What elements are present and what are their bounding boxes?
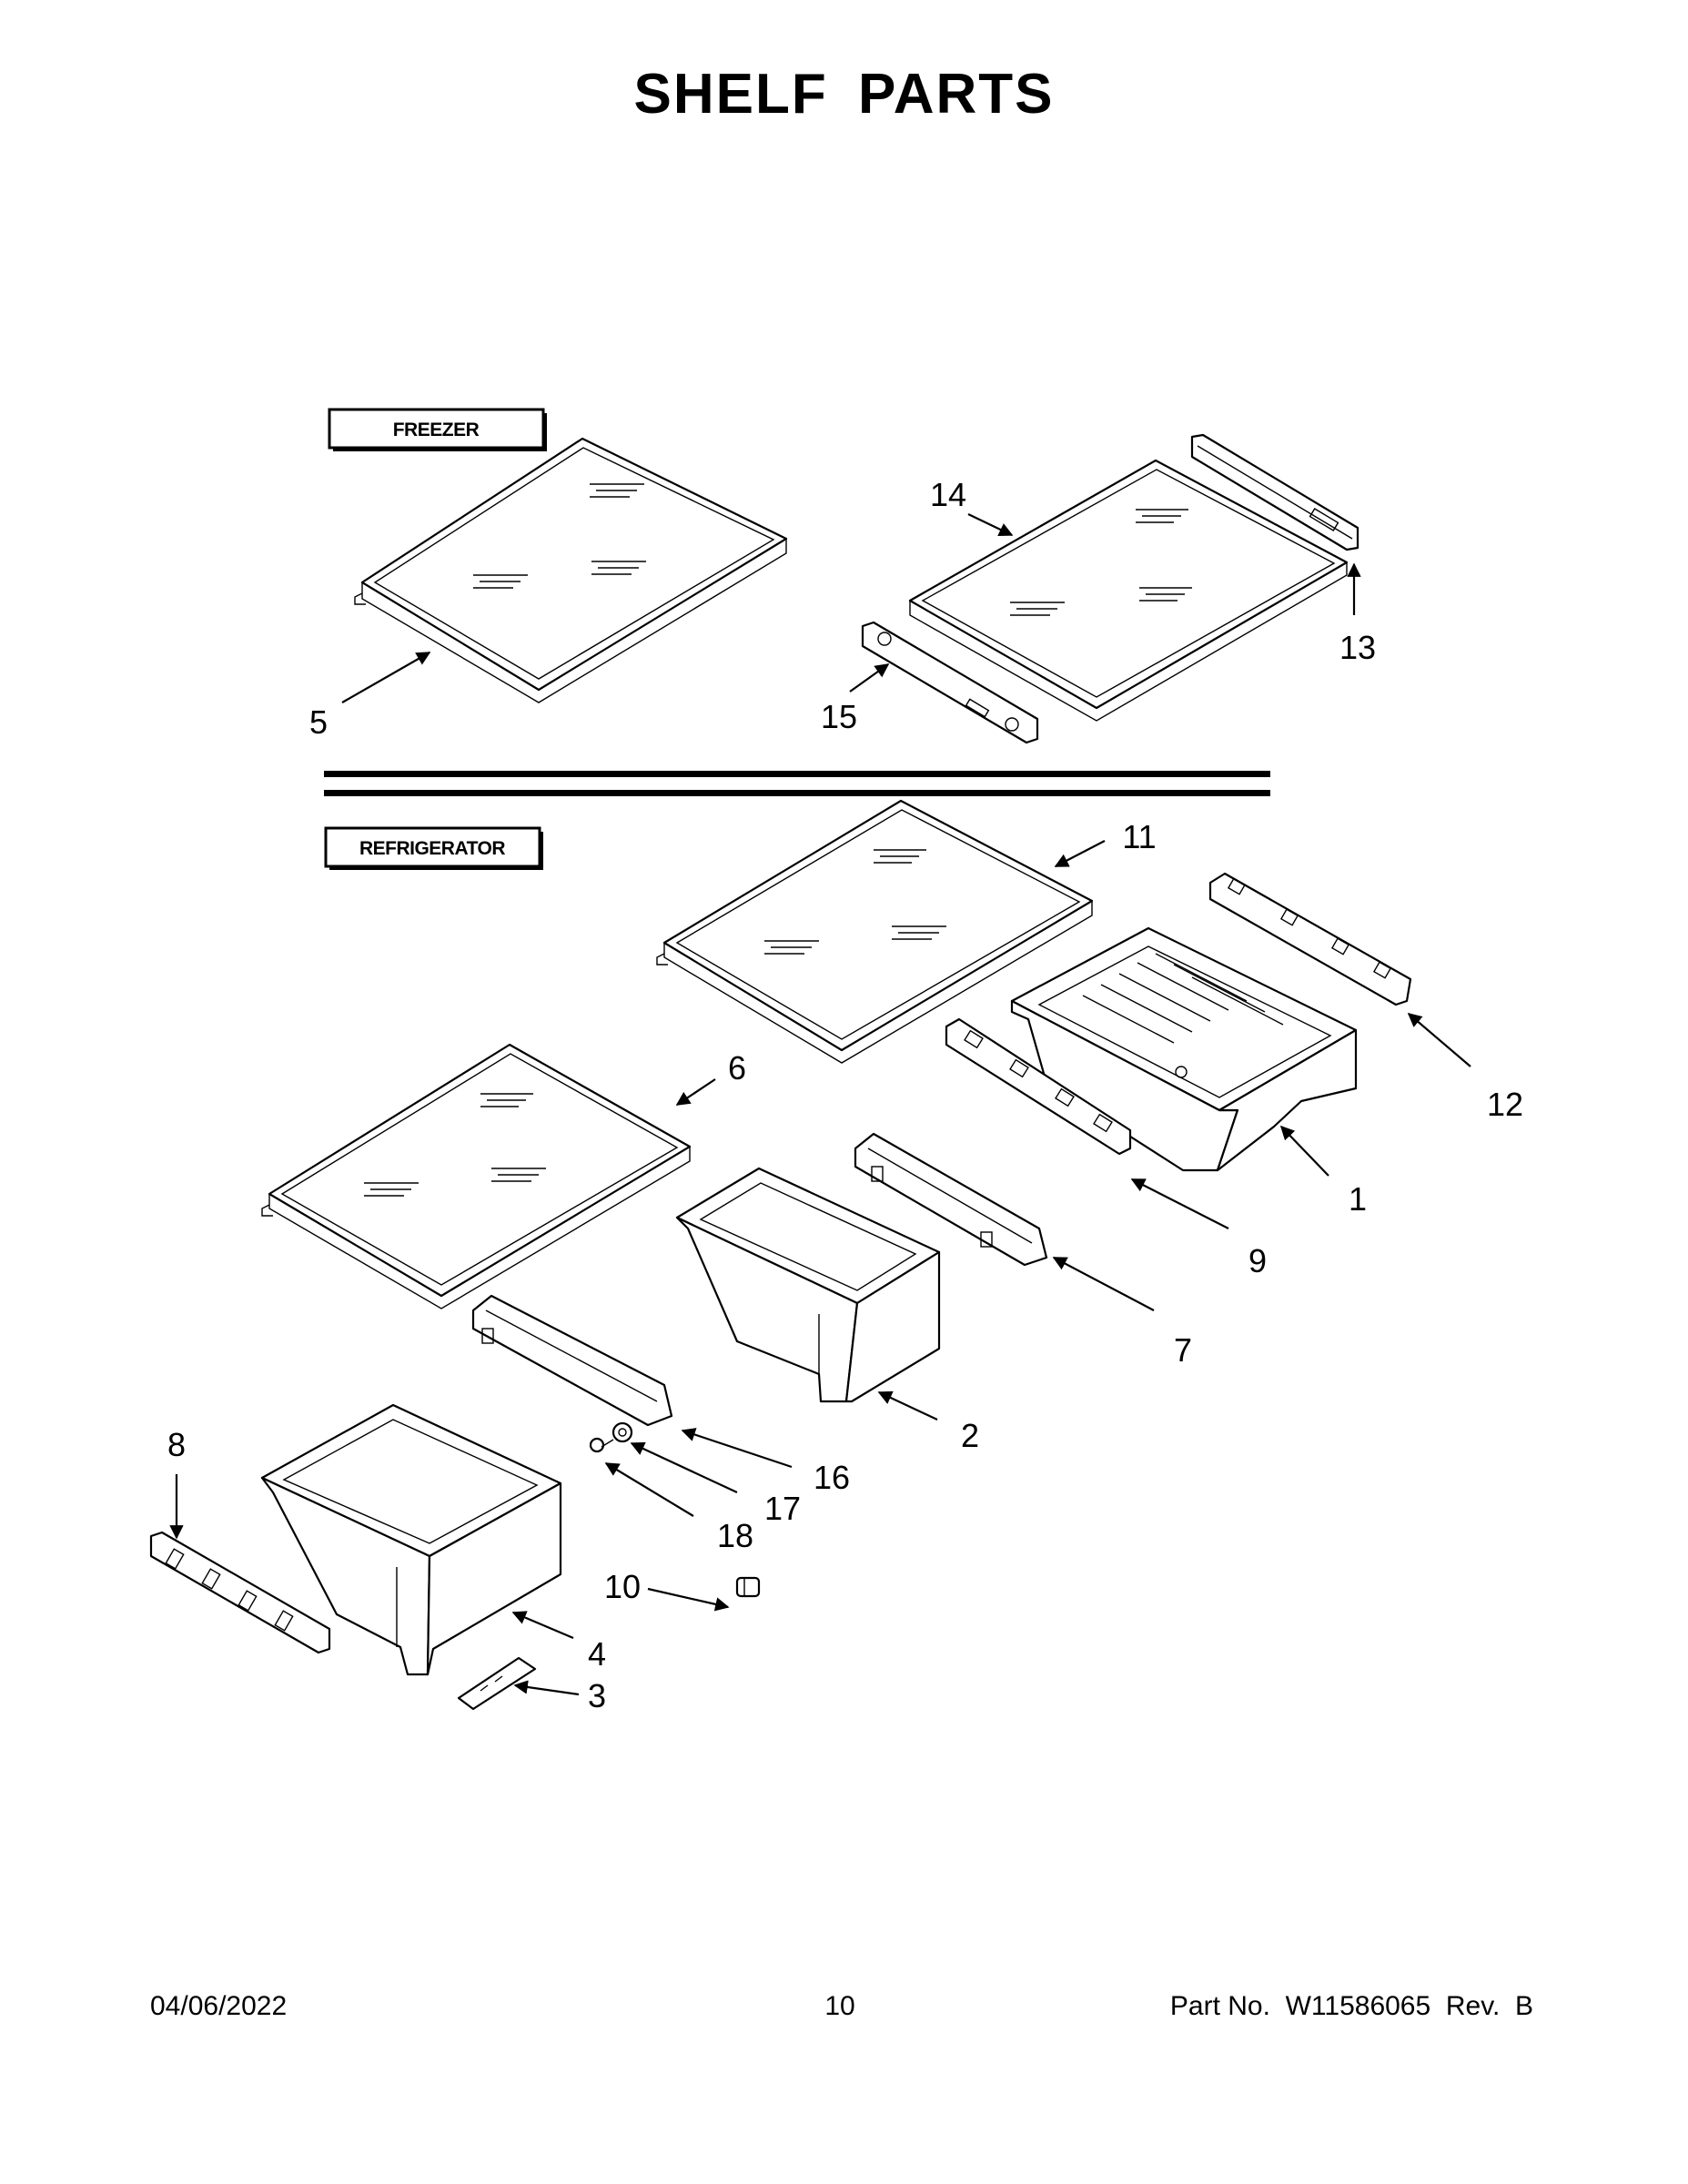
callout-16: 16 (814, 1459, 850, 1496)
callout-7: 7 (1174, 1331, 1192, 1369)
part-3-drawer-label (457, 1656, 537, 1711)
callout-5: 5 (309, 703, 328, 741)
callout-9: 9 (1248, 1242, 1267, 1279)
freezer-section-label: FREEZER (328, 408, 547, 451)
callout-8: 8 (167, 1426, 186, 1463)
part-15-shelf-rail (861, 621, 1039, 744)
callout-11: 11 (1122, 818, 1156, 855)
part-5-freezer-glass-shelf (354, 437, 788, 703)
part-10-clip (735, 1576, 761, 1598)
callout-3: 3 (588, 1677, 606, 1714)
part-7-drawer-slide (854, 1132, 1048, 1267)
freezer-label-text: FREEZER (393, 420, 480, 440)
callout-18: 18 (717, 1517, 753, 1554)
footer-page-number: 10 (824, 1991, 855, 2021)
callout-10: 10 (604, 1568, 641, 1605)
refrigerator-label-text: REFRIGERATOR (359, 838, 505, 859)
callout-12: 12 (1487, 1086, 1523, 1123)
leader-lines (169, 513, 1471, 1696)
part-14-freezer-glass-shelf (908, 459, 1349, 722)
callout-13: 13 (1339, 629, 1376, 666)
callout-4: 4 (588, 1635, 606, 1673)
section-divider (324, 771, 1270, 796)
part-1-crisper-tray (1010, 926, 1358, 1172)
part-17-fastener (612, 1421, 633, 1443)
part-2-crisper-drawer (675, 1167, 941, 1403)
callout-15: 15 (821, 698, 857, 735)
callout-2: 2 (961, 1417, 979, 1454)
part-8-rail (149, 1531, 331, 1654)
footer-part-number: Part No. W11586065 Rev. B (1169, 1991, 1533, 2021)
part-12-crisper-rail (1208, 872, 1412, 1006)
callout-17: 17 (764, 1490, 801, 1527)
callout-6: 6 (728, 1049, 746, 1087)
callout-14: 14 (930, 476, 966, 513)
refrigerator-section-label: REFRIGERATOR (324, 826, 543, 870)
footer-date: 04/06/2022 (150, 1991, 288, 2021)
part-13-shelf-rail (1190, 433, 1359, 551)
callout-1: 1 (1349, 1180, 1367, 1218)
page-title: SHELF PARTS (633, 63, 1055, 126)
part-16-drawer-slide (471, 1294, 673, 1427)
part-9-rail (945, 1017, 1132, 1156)
part-18-screw (589, 1437, 614, 1453)
part-11-refrigerator-glass-shelf (656, 799, 1094, 1064)
part-6-refrigerator-glass-shelf (261, 1043, 692, 1309)
part-4-drawer (260, 1403, 562, 1676)
